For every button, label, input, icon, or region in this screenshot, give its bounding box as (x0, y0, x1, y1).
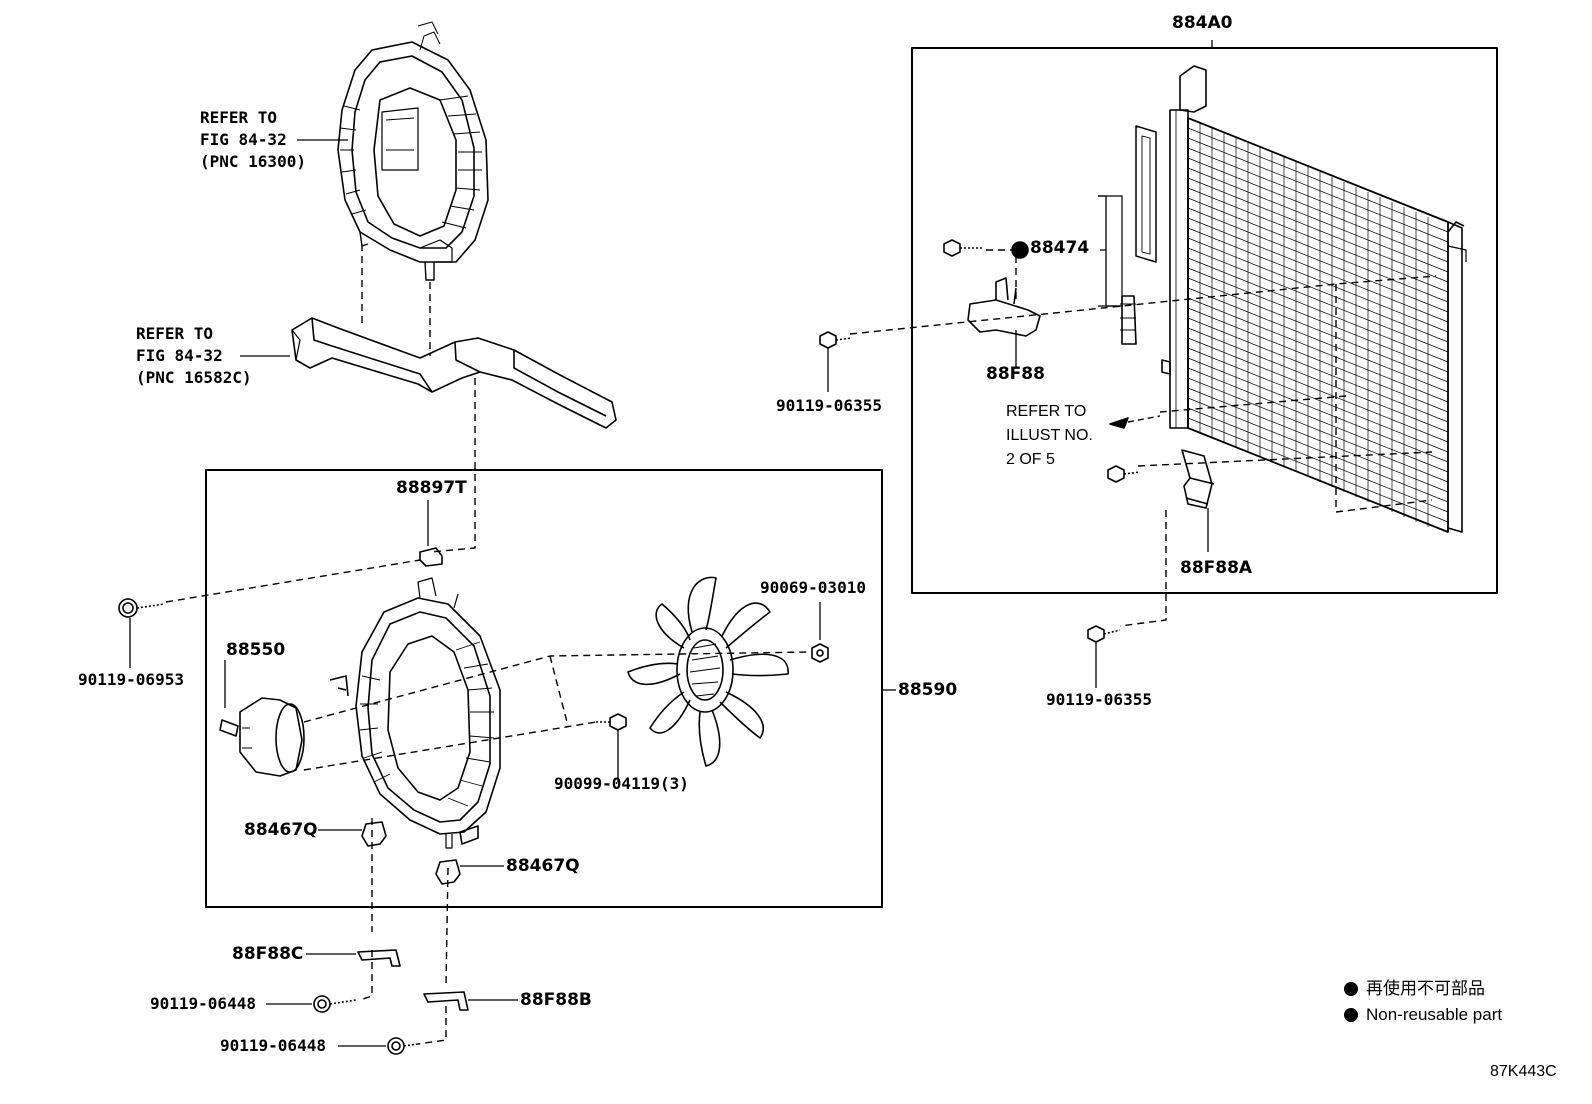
bolt-90119-06953-drawing (118, 598, 165, 668)
label-88550: 88550 (226, 640, 286, 660)
bolt-88F88-upper (943, 239, 984, 257)
legend-text-jp: 再使用不可部品 (1366, 979, 1485, 998)
arrow-head (1109, 417, 1129, 429)
bolt-90119-06355-right (1087, 625, 1121, 688)
label-88F88A: 88F88A (1180, 558, 1253, 578)
non-reusable-mark (1011, 241, 1029, 259)
label-90119-06355-left: 90119-06355 (776, 396, 882, 415)
label-88F88C: 88F88C (232, 944, 304, 964)
shroud-ref-line1: REFER TO (200, 108, 278, 127)
label-88467Q-left: 88467Q (244, 820, 318, 840)
legend-dot-icon (1344, 982, 1358, 996)
bolt-88F88A (1107, 465, 1141, 483)
fan-support-drawing (291, 317, 617, 429)
label-90119-06355-right: 90119-06355 (1046, 690, 1152, 709)
leaders-condenser (1015, 40, 1213, 552)
legend-item-en: Non-reusable part (1344, 1006, 1502, 1023)
illust-ref-line3: 2 OF 5 (1006, 451, 1055, 468)
label-88F88B: 88F88B (520, 990, 592, 1010)
label-90119-06448-lower: 90119-06448 (220, 1036, 326, 1055)
legend-text-en: Non-reusable part (1366, 1005, 1503, 1024)
label-90119-06953: 90119-06953 (78, 670, 184, 689)
label-90099-04119: 90099-04119(3) (554, 774, 689, 793)
label-88467Q-right: 88467Q (506, 856, 580, 876)
grommet-88897T-drawing (419, 500, 443, 567)
illust-ref-line2: ILLUST NO. (1006, 427, 1093, 444)
legend-item-jp: 再使用不可部品 (1344, 980, 1485, 997)
nut-90069-03010-drawing (811, 602, 829, 663)
support-ref-line2: FIG 84-32 (136, 346, 223, 365)
figure-id: 87K443C (1490, 1063, 1557, 1080)
bolt-90119-06448-upper-drawing (266, 995, 357, 1013)
upper-fan-shroud-drawing (337, 21, 489, 281)
connectors-condenser (849, 244, 1437, 627)
cushion-88467Q-left-drawing (318, 821, 387, 847)
bracket-88F88A-drawing (1181, 449, 1215, 509)
fan-shroud-drawing (329, 577, 501, 849)
cushion-88467Q-right-drawing (435, 859, 504, 885)
bolt-90119-06448-lower-drawing (338, 1037, 419, 1055)
support-ref-line3: (PNC 16582C) (136, 368, 252, 387)
shroud-ref-line3: (PNC 16300) (200, 152, 306, 171)
label-90119-06448-upper: 90119-06448 (150, 994, 256, 1013)
shroud-ref-line2: FIG 84-32 (200, 130, 287, 149)
support-ref-line1: REFER TO (136, 324, 214, 343)
bracket-88F88B-drawing (423, 991, 518, 1011)
bracket-88F88-drawing (967, 277, 1041, 337)
label-88897T: 88897T (396, 478, 467, 498)
label-884A0: 884A0 (1172, 13, 1233, 33)
condenser-assembly-box (911, 47, 1498, 594)
illust-ref-line1: REFER TO (1006, 403, 1087, 420)
label-90069-03010: 90069-03010 (760, 578, 866, 597)
fan-blade-drawing (627, 576, 789, 767)
bolt-90099-04119-drawing (596, 713, 627, 782)
bracket-88F88C-drawing (306, 949, 401, 967)
fan-motor-88550-drawing (219, 660, 305, 777)
legend-dot-icon (1344, 1008, 1358, 1022)
bolt-90119-06355-left (819, 331, 853, 392)
condenser-drawing (1098, 65, 1467, 533)
label-88F88: 88F88 (986, 364, 1045, 384)
connectors-upper (361, 244, 476, 553)
connectors-fan (303, 651, 811, 1045)
fan-assembly-box (205, 469, 883, 908)
label-88474: 88474 (1030, 238, 1090, 258)
label-88590: 88590 (898, 680, 958, 700)
